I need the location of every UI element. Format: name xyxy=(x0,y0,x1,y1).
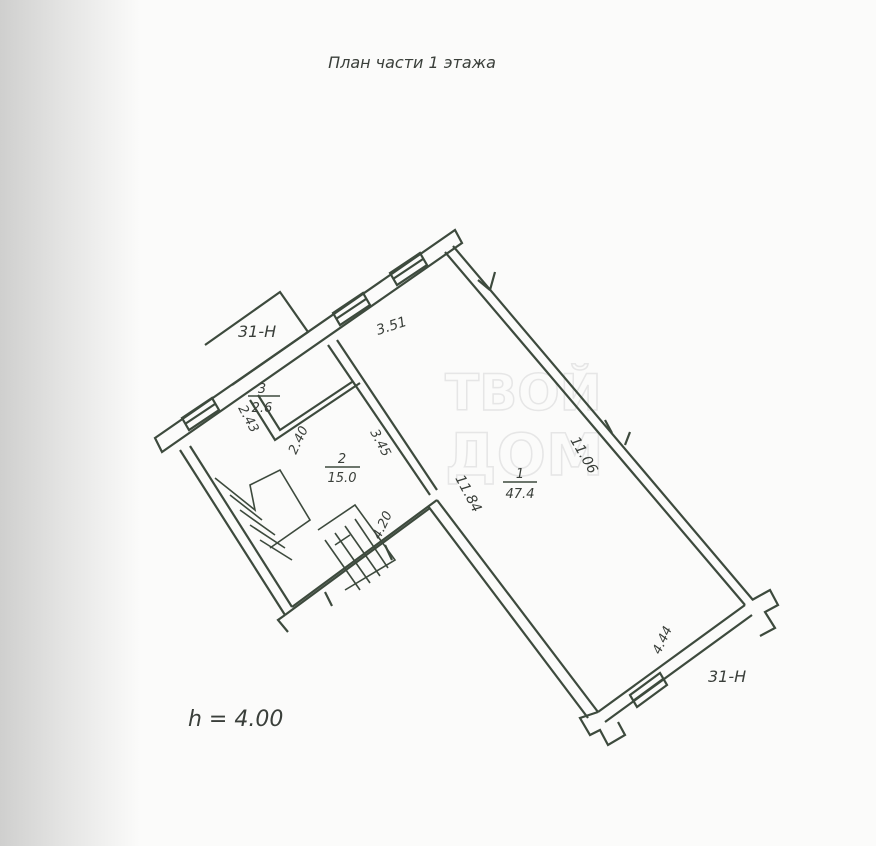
dim-bottom-wall: 4.44 xyxy=(650,624,676,657)
plan-title: План части 1 этажа xyxy=(328,53,496,72)
dim-partition: 3.45 xyxy=(366,427,393,460)
window-top-3 xyxy=(388,251,429,287)
window-bottom xyxy=(628,671,669,709)
dim-top-wall: 3.51 xyxy=(374,314,409,339)
room1-bottom-wall xyxy=(597,604,746,713)
room3-walls xyxy=(249,382,361,442)
window-mark-bottom: 31-Н xyxy=(708,667,746,686)
room-number: 3 xyxy=(258,382,266,397)
watermark-line-2: ДОМ xyxy=(445,421,604,489)
bay-box xyxy=(204,290,310,386)
room1-right-wall xyxy=(444,251,746,606)
room-area: 2.6 xyxy=(252,401,273,416)
room-number: 2 xyxy=(338,452,346,467)
height-note: h = 4.00 xyxy=(188,707,283,732)
room-1-label: 1 47.4 xyxy=(503,467,537,502)
room-3-label: 3 2.6 xyxy=(248,382,280,416)
window-mark-top: 31-Н xyxy=(238,322,276,341)
room1-left-wall xyxy=(436,499,599,713)
window-top-1 xyxy=(180,396,221,432)
room-area: 15.0 xyxy=(328,471,357,486)
partition-wall xyxy=(327,344,431,496)
scan-shadow xyxy=(0,0,140,846)
stairs xyxy=(214,468,397,591)
window-top-2 xyxy=(331,291,372,327)
room2-left-wall xyxy=(179,449,286,616)
room-area: 47.4 xyxy=(506,487,535,502)
room-number: 1 xyxy=(516,467,524,482)
watermark: ТВОЙ ДОМ xyxy=(444,362,604,490)
room-2-label: 2 15.0 xyxy=(325,452,360,486)
